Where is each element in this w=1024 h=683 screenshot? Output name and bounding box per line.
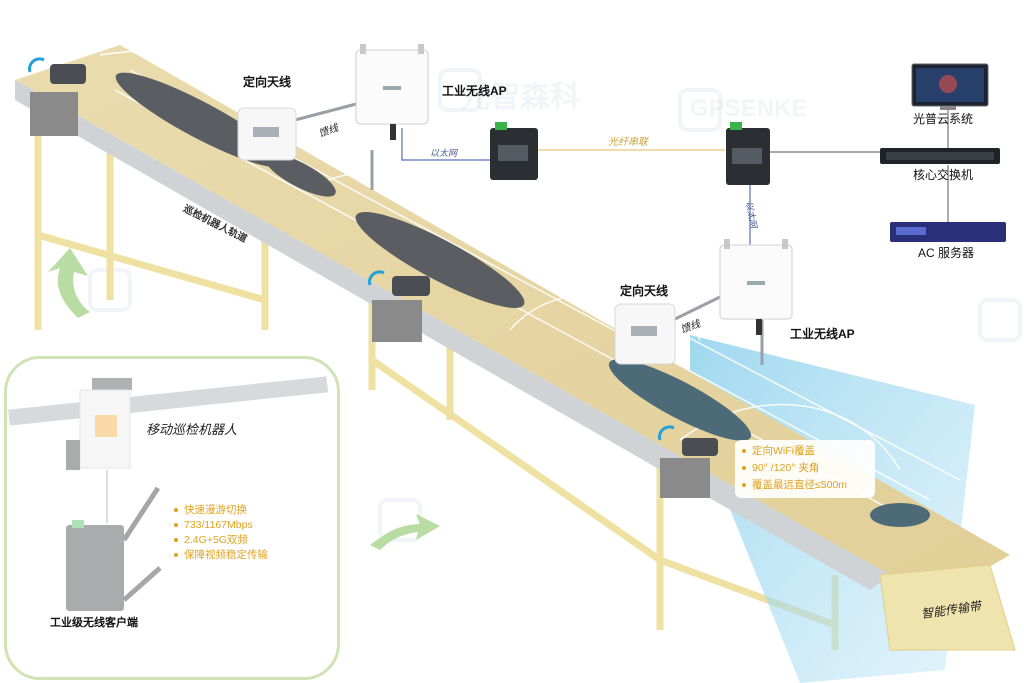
robot-label: 移动巡检机器人: [146, 422, 238, 437]
directional-antenna-1: [237, 107, 297, 161]
cloud-system-label: 光普云系统: [913, 112, 974, 126]
direction-arrows: [48, 248, 440, 550]
core-switch-device: [880, 148, 1000, 164]
industrial-ap-2: [719, 239, 793, 335]
inspection-robot-2: [368, 270, 430, 342]
industrial-switch-2: [726, 122, 770, 185]
industrial-ap-1: [355, 44, 429, 140]
client-label: 工业级无线客户端: [50, 617, 138, 629]
core-switch-label: 核心交换机: [913, 168, 974, 182]
inspection-robot-3: [658, 425, 718, 498]
cloud-system-monitor: [911, 63, 989, 110]
ac-server-device: [890, 222, 1006, 242]
ap-label-1: 工业无线AP: [442, 84, 507, 98]
client-inset-panel: [4, 356, 340, 680]
directional-antenna-2: [614, 303, 676, 365]
watermark-en: GPSENKE: [690, 95, 808, 122]
client-feature: 2.4G+5G双频: [174, 533, 248, 548]
ac-server-label: AC 服务器: [918, 246, 975, 260]
client-feature: 快速漫游切换: [174, 503, 247, 518]
antenna-label-1: 定向天线: [243, 75, 292, 89]
coverage-info-box: [735, 440, 875, 498]
coverage-feature: 定向WiFi覆盖: [742, 444, 815, 459]
industrial-switch-1: [490, 122, 538, 180]
ethernet-lines: [401, 128, 751, 246]
client-feature: 保障视频稳定传输: [174, 548, 268, 563]
antenna-label-2: 定向天线: [620, 284, 669, 298]
client-feature: 733/1167Mbps: [174, 518, 253, 533]
belt-end: [879, 564, 1016, 651]
ethernet-label-1: 以太网: [430, 148, 458, 158]
watermark-cn: 光智森科: [460, 81, 580, 114]
fiber-label: 光纤串联: [608, 137, 648, 148]
coverage-feature: 覆盖最远直径≤500m: [742, 478, 847, 493]
ap-label-2: 工业无线AP: [790, 327, 855, 341]
coverage-feature: 90° /120° 夹角: [742, 461, 819, 476]
core-links: [770, 110, 949, 222]
inspection-robot-1: [28, 57, 86, 136]
